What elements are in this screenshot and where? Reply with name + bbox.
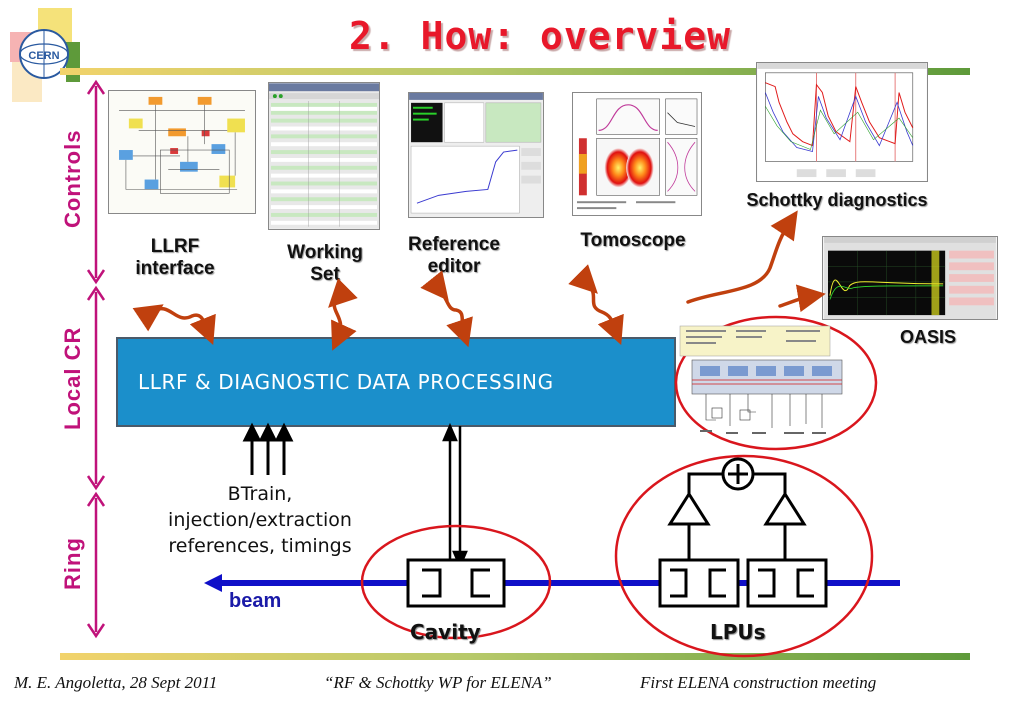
tomoscope-screenshot [572, 92, 702, 216]
footer-talk: “RF & Schottky WP for ELENA” [324, 673, 552, 692]
llrf-interface-label: LLRF interface [135, 236, 215, 279]
cavity-box [406, 558, 506, 608]
schottky-screenshot [756, 62, 928, 182]
beam-arrowhead [204, 574, 222, 592]
working-set-screenshot [268, 82, 380, 230]
oasis-screenshot [822, 236, 998, 320]
hardware-mini-diagram [679, 325, 843, 434]
arrow-reference-editor [420, 270, 473, 348]
arrow-llrf [132, 304, 216, 345]
bottom-rule [60, 653, 970, 660]
arrow-tomoscope [568, 264, 624, 345]
data-processing-box: LLRF & DIAGNOSTIC DATA PROCESSING [116, 337, 676, 427]
level-arrows [86, 79, 106, 639]
oasis-label: OASIS [880, 326, 976, 348]
cern-logo: CERN [19, 29, 69, 79]
beam-label: beam [229, 590, 282, 612]
data-processing-label: LLRF & DIAGNOSTIC DATA PROCESSING [138, 370, 554, 394]
inputs-line-2: injection/extraction [168, 509, 352, 531]
cavity-label: Cavity [410, 620, 481, 644]
inputs-line-1: BTrain, [227, 483, 293, 505]
llrf-interface-screenshot [108, 90, 256, 214]
arrow-working-set [328, 278, 358, 351]
lpu-box-right [746, 558, 828, 608]
lpus-label: LPUs [710, 620, 766, 644]
footer-meeting: First ELENA construction meeting [640, 673, 877, 692]
footer-author: M. E. Angoletta, 28 Sept 2011 [14, 673, 218, 692]
top-rule [60, 68, 970, 75]
schottky-label: Schottky diagnostics [746, 190, 928, 210]
arrow-schottky [686, 210, 798, 304]
cern-logo-text: CERN [28, 50, 59, 62]
inputs-text: BTrain, injection/extraction references,… [135, 481, 385, 559]
slide-title: 2. How: overview [348, 14, 732, 58]
lpu-box-left [658, 558, 740, 608]
lpus-ellipse [614, 454, 874, 658]
tomoscope-label: Tomoscope [580, 230, 686, 251]
inputs-line-3: references, timings [168, 535, 352, 557]
reference-editor-screenshot [408, 92, 544, 218]
cavity-ellipse [360, 524, 552, 640]
arrow-oasis [778, 284, 826, 313]
